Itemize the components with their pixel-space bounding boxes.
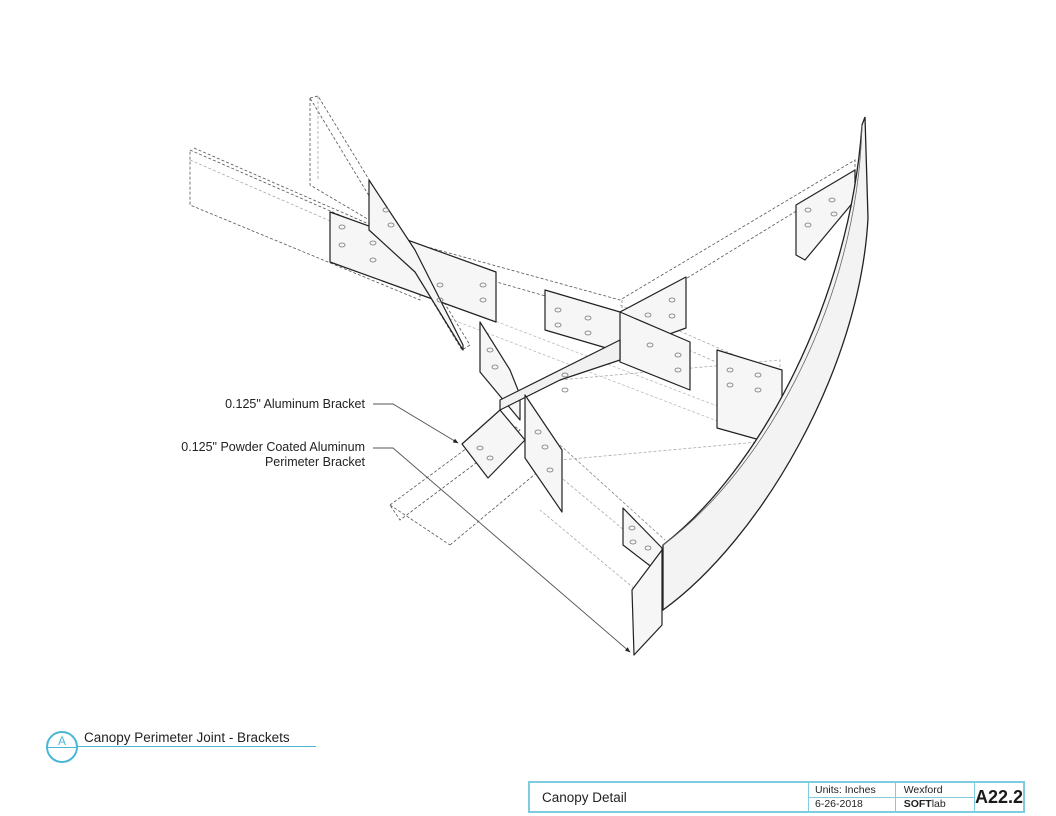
beam-outlines (189, 95, 856, 611)
firm-logo-bold: SOFT (903, 798, 932, 811)
bolt-holes (338, 197, 838, 551)
sheet-name: Canopy Detail (542, 789, 627, 805)
date-label: 6-26-2018 (809, 796, 895, 812)
view-tag-letter: A (57, 734, 66, 748)
view-title: Canopy Perimeter Joint - Brackets (84, 730, 290, 745)
units-date-column: Units: Inches 6-26-2018 (808, 783, 895, 811)
title-block: Canopy Detail Units: Inches 6-26-2018 We… (528, 781, 1025, 813)
callout-perimeter-bracket-line2: Perimeter Bracket (264, 455, 365, 469)
leader-lines (373, 403, 631, 653)
sheet-number: A22.2 (973, 783, 1023, 811)
bracket-plates (329, 169, 856, 656)
firm-logo-light: lab (931, 798, 946, 811)
view-tag-divider (48, 747, 76, 748)
units-label: Units: Inches (815, 783, 876, 796)
view-tag-circle-icon: A (46, 731, 78, 763)
callout-aluminum-bracket-text: 0.125" Aluminum Bracket (225, 397, 365, 411)
callout-perimeter-bracket: 0.125" Powder Coated Aluminum Perimeter … (100, 440, 365, 470)
perimeter-band (662, 116, 869, 612)
view-title-underline (76, 746, 316, 747)
client-name: Wexford (903, 783, 943, 796)
callout-aluminum-bracket: 0.125" Aluminum Bracket (120, 397, 365, 412)
callout-perimeter-bracket-line1: 0.125" Powder Coated Aluminum (181, 440, 365, 454)
